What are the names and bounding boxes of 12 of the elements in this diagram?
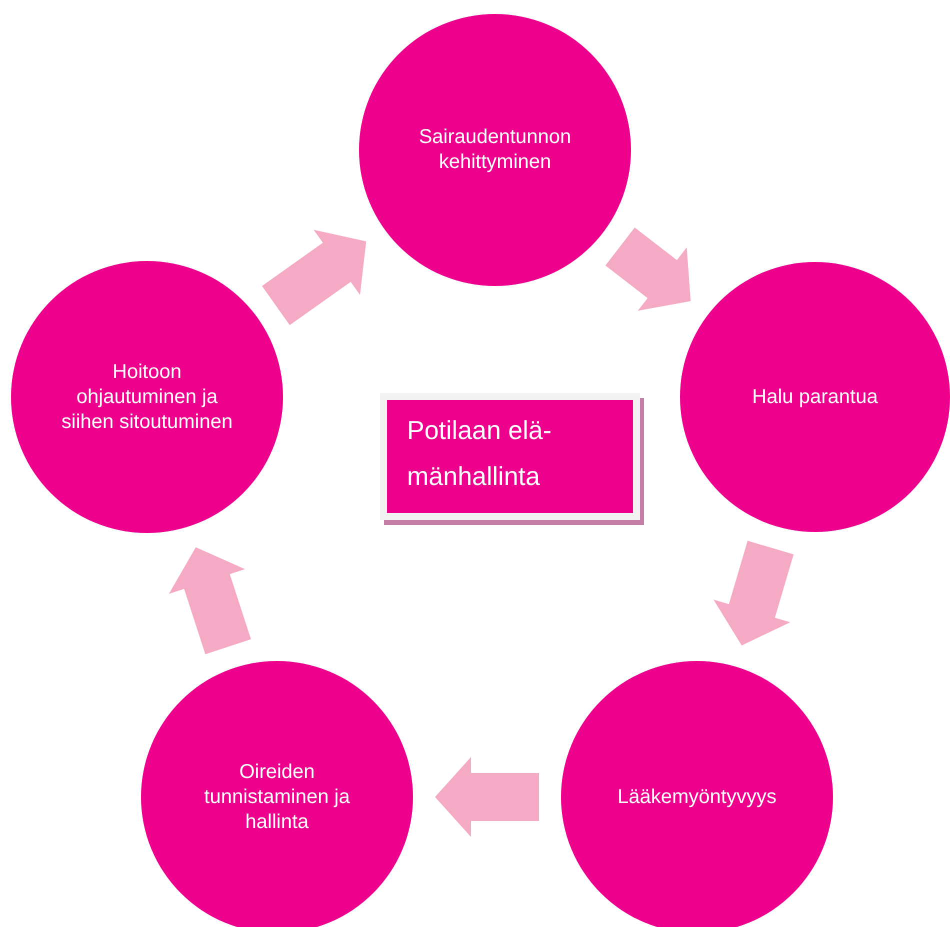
circle-label: Lääkemyöntyvyys [616,784,778,810]
block-arrow [168,547,251,654]
title-text: Potilaan elä-mänhallinta [407,414,553,492]
circle-label: Oireiden tunnistaminen ja hallinta [203,760,351,834]
circle-label: Hoitoon ohjautuminen ja siihen sitoutuminen [60,360,234,434]
circle-label: Halu parantua [751,384,879,410]
block-arrow [605,228,691,311]
block-arrow [714,540,794,646]
block-arrow [435,757,539,837]
block-arrow [262,230,366,326]
title-box [380,393,640,520]
circle-label: Sairaudentunnon kehittyminen [418,125,572,175]
